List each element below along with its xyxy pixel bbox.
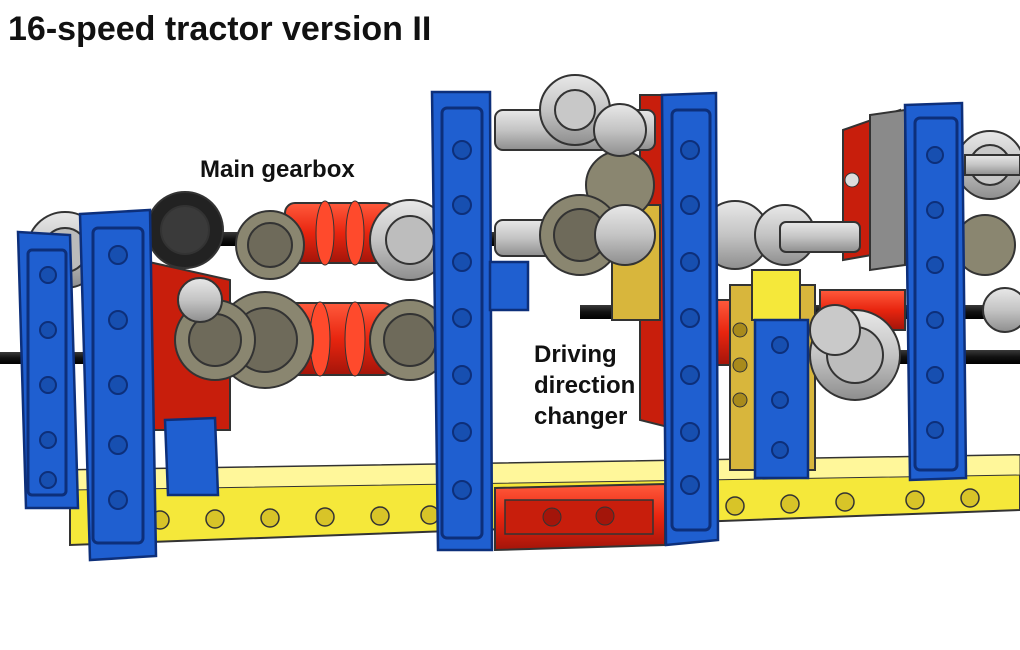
page-title: 16-speed tractor version II [8,10,432,48]
red-base-plate [494,482,666,552]
direction-changer-line-1: Driving [534,341,617,368]
direction-changer-line-2: direction [534,372,636,399]
blue-beams [16,90,968,562]
direction-changer-label: Driving direction changer [534,339,635,432]
gears [26,74,1020,401]
direction-changer-line-3: changer [534,403,628,430]
main-gearbox-label: Main gearbox [200,156,355,183]
